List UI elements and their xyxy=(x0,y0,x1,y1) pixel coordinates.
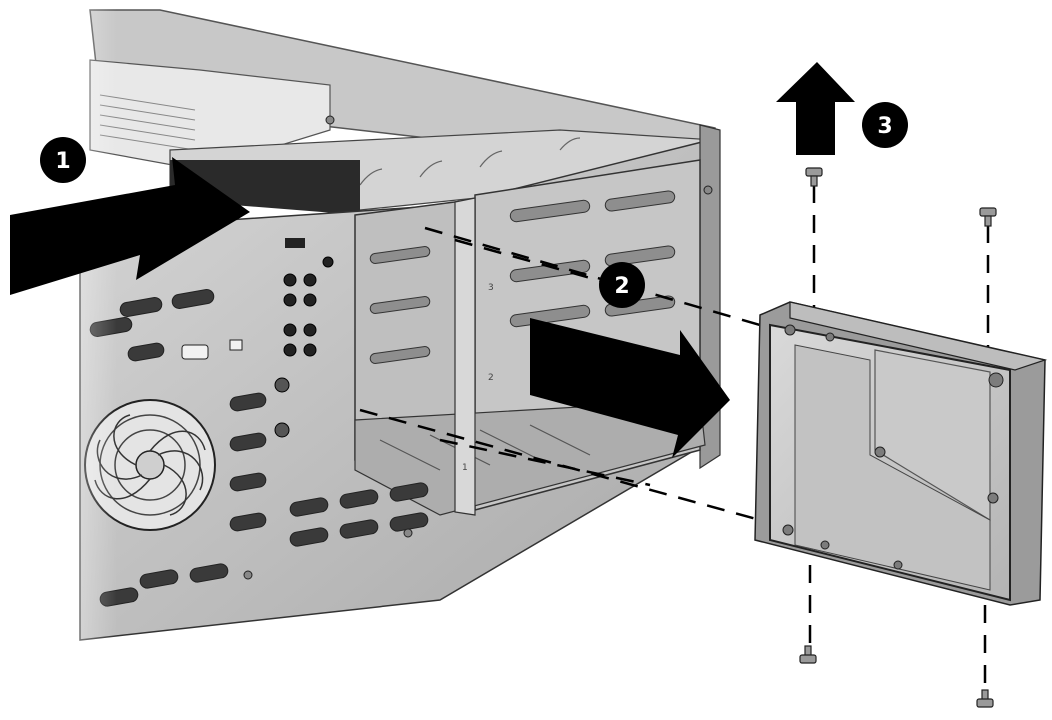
screw-top-left xyxy=(805,167,823,187)
audio-jacks xyxy=(274,256,334,438)
guide-lines xyxy=(359,185,990,690)
svg-text:1: 1 xyxy=(462,463,468,473)
callout-2-label: 2 xyxy=(614,274,629,299)
hard-drive-top-edge xyxy=(789,301,1048,371)
hard-drive-circuit-board xyxy=(794,344,991,591)
callout-1-label: 1 xyxy=(55,149,70,174)
svg-text:3: 3 xyxy=(488,283,494,293)
hard-drive xyxy=(754,301,1048,606)
screw-top-right xyxy=(979,207,997,227)
drive-cage-slots xyxy=(369,190,676,364)
callout-3: 3 xyxy=(862,102,908,148)
serial-connector xyxy=(285,238,305,248)
hard-drive-mount-holes xyxy=(782,324,1004,570)
arrow-right-icon xyxy=(10,157,250,295)
guide-line-lower xyxy=(359,408,761,522)
bay-number-marks: 3 2 1 xyxy=(462,283,494,473)
guide-line-lower-2 xyxy=(439,438,651,487)
chassis-fade xyxy=(0,0,260,720)
screw-bottom-right xyxy=(976,689,994,708)
callout-1: 1 xyxy=(40,137,86,183)
callout-2: 2 xyxy=(599,262,645,308)
callout-3-label: 3 xyxy=(877,114,892,139)
screw-bottom-left xyxy=(799,645,817,664)
svg-text:2: 2 xyxy=(488,373,494,383)
arrow-right-icon xyxy=(530,318,730,458)
screw-icon xyxy=(799,167,997,708)
arrow-up-icon xyxy=(776,62,855,155)
drive-cage-divider xyxy=(454,197,476,516)
